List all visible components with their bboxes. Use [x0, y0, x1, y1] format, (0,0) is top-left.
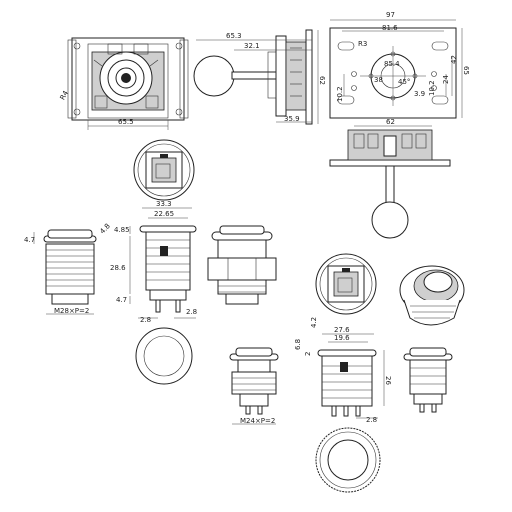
- dim-btn-mid-h1: 4.85: [114, 226, 130, 234]
- dim-mount-angle: 45°: [398, 78, 410, 86]
- button-side-view-large-left: 4.7 4.8 M28×P=2: [24, 222, 112, 315]
- button-side-view-small-left: 6.8 4.2 2 M24×P=2: [229, 317, 318, 425]
- dim-small-thread: M24×P=2: [240, 417, 275, 425]
- button-side-view-large-mid: 33.3 22.65 4.85 28.6 4.7 2.8 2.8: [110, 200, 197, 324]
- button-side-view-small-mid: 27.6 19.6 26 2.8: [317, 326, 392, 424]
- dim-joy-side-height: 62: [318, 76, 326, 85]
- dim-mount-dia: 38: [374, 76, 383, 84]
- dim-joy-side-top: 65.3: [226, 32, 242, 40]
- dim-btn-mid-h2: 4.7: [116, 296, 127, 304]
- mounting-plate-view: 97 81.6 R3 85.4 45° 38 10.2 10.2 24 42 6…: [329, 11, 470, 119]
- dim-small-left-c: 2: [304, 352, 312, 356]
- dim-joy-plate-r: R4: [59, 89, 71, 102]
- dim-mount-r: R3: [358, 40, 367, 48]
- dim-mount-v-right2: 24: [442, 75, 450, 84]
- button-3d-view: [399, 265, 465, 326]
- dim-btn-left-r: 4.8: [98, 222, 112, 236]
- button-top-view-small: [315, 253, 377, 315]
- dim-btn-mid-tab1: 2.8: [140, 316, 151, 324]
- dim-joy-side-shaft: 32.1: [244, 42, 260, 50]
- dim-mount-height: 65: [462, 66, 470, 75]
- joystick-bottom-view: 62: [329, 118, 451, 239]
- button-side-view-small-right: [403, 347, 453, 413]
- joystick-side-view: 65.3 32.1 62 35.9: [193, 29, 326, 125]
- dim-mount-width: 97: [386, 11, 395, 19]
- button-ring-large: [135, 327, 193, 385]
- dim-mount-v-left: 10.2: [336, 86, 344, 102]
- dim-small-top-dia: 27.6: [334, 326, 350, 334]
- dim-joy-plate-width: 65.5: [118, 118, 134, 126]
- dim-small-left-a: 6.8: [294, 339, 302, 350]
- dim-small-left-b: 4.2: [310, 317, 318, 328]
- dim-mount-v-right3: 42: [450, 55, 458, 64]
- dim-small-height: 26: [384, 376, 392, 385]
- dim-bottom-view-width: 62: [386, 118, 395, 126]
- dim-small-tab: 2.8: [366, 416, 377, 424]
- dim-mount-v-right1: 10.2: [428, 80, 436, 96]
- dim-mount-hole-spacing: 81.6: [382, 24, 398, 32]
- dim-btn-left-height: 4.7: [24, 236, 35, 244]
- dim-btn-thread-left: M28×P=2: [54, 307, 89, 315]
- dim-joy-side-bottom: 35.9: [284, 115, 300, 123]
- dim-small-inner-dia: 19.6: [334, 334, 350, 342]
- button-with-nut-view: [207, 225, 277, 305]
- dim-btn-mid-height: 28.6: [110, 264, 126, 272]
- dim-btn-inner-dia: 22.65: [154, 210, 174, 218]
- dim-mount-center: 85.4: [384, 60, 400, 68]
- dim-btn-top-dia: 33.3: [156, 200, 172, 208]
- button-top-view-large: [133, 139, 195, 201]
- dim-btn-mid-tab2: 2.8: [186, 308, 197, 316]
- dim-mount-small: 3.9: [414, 90, 425, 98]
- joystick-plate-top-view: 65.5 R4: [59, 37, 189, 130]
- button-ring-small: [315, 427, 381, 493]
